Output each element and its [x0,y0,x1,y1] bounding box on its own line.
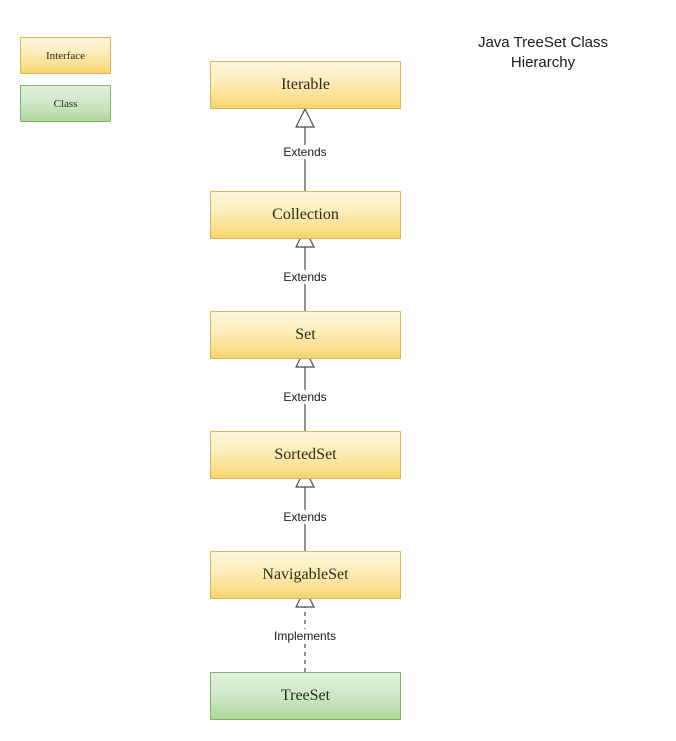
node-navigableset[interactable]: NavigableSet [210,551,401,599]
node-collection[interactable]: Collection [210,191,401,239]
node-collection-label: Collection [272,206,339,223]
legend-item-class-label: Class [53,97,78,110]
legend-item-interface-label: Interface [45,49,86,62]
edge-label-set-collection: Extends [279,270,331,284]
node-iterable-label: Iterable [281,76,330,93]
node-sortedset-label: SortedSet [274,446,337,463]
legend-item-class: Class [20,85,111,122]
edge-label-sortedset-set: Extends [279,390,331,404]
node-set-label: Set [295,326,316,343]
node-navigableset-label: NavigableSet [262,566,349,583]
edge-label-navigableset-sortedset: Extends [279,510,331,524]
node-sortedset[interactable]: SortedSet [210,431,401,479]
node-iterable[interactable]: Iterable [210,61,401,109]
node-treeset-label: TreeSet [280,687,331,704]
edge-label-collection-iterable: Extends [279,145,331,159]
arrowhead-iterable [295,107,315,128]
node-set[interactable]: Set [210,311,401,359]
legend-item-interface: Interface [20,37,111,74]
page-title: Java TreeSet Class Hierarchy [477,34,609,71]
edge-label-treeset-navigableset: Implements [269,629,341,643]
node-treeset[interactable]: TreeSet [210,672,401,720]
